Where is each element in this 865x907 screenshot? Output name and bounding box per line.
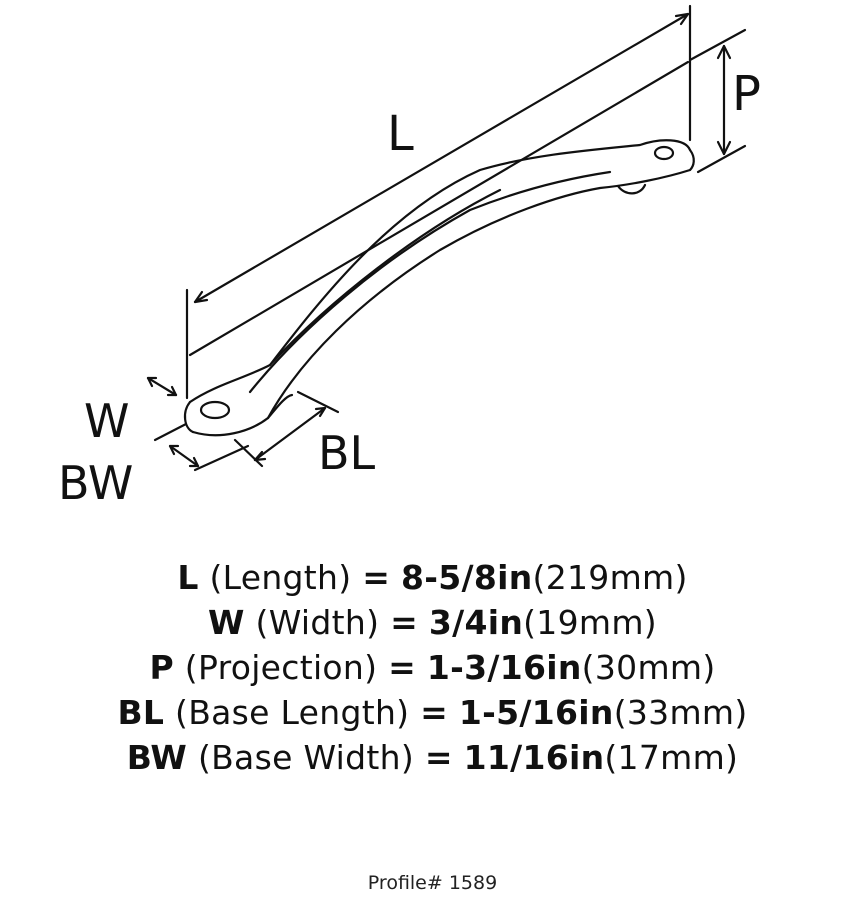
spec-name: (Width) [255,603,380,642]
spec-equals: = [424,738,453,777]
spec-symbol: BL [117,693,165,732]
dimension-spec-list: L (Length) = 8-5/8in(219mm) W (Width) = … [0,555,865,780]
spec-symbol: L [177,558,199,597]
spec-row-base-length: BL (Base Length) = 1-5/16in(33mm) [0,690,865,735]
handle-diagram [146,4,747,472]
handle-back-edge [188,139,692,404]
spec-row-width: W (Width) = 3/4in(19mm) [0,600,865,645]
spec-metric: (19mm) [523,603,657,642]
handle-inner-line [268,188,502,367]
spec-row-projection: P (Projection) = 1-3/16in(30mm) [0,645,865,690]
L-guide-line [188,60,690,357]
spec-name: (Length) [209,558,352,597]
spec-equals: = [388,648,417,687]
spec-equals: = [362,558,391,597]
BL-ext-left [233,438,264,468]
spec-row-length: L (Length) = 8-5/8in(219mm) [0,555,865,600]
left-screw-hole [199,400,231,420]
L-dim-line [193,12,690,304]
spec-symbol: P [149,648,174,687]
BW-ext-left [153,422,188,442]
spec-symbol: BW [126,738,188,777]
W-dim-line [146,376,178,397]
handle-left-end [183,400,195,434]
spec-metric: (17mm) [604,738,739,777]
label-L: L [387,106,414,162]
spec-imperial: 8-5/8in [400,558,533,597]
label-BL: BL [318,426,376,480]
spec-name: (Base Width) [197,738,415,777]
spec-name: (Base Length) [175,693,410,732]
BW-dim-line [168,444,200,468]
spec-equals: = [420,693,449,732]
spec-equals: = [390,603,419,642]
spec-imperial: 11/16in [463,738,605,777]
spec-metric: (219mm) [532,558,688,597]
label-BW: BW [58,456,134,510]
BW-ext-right [193,444,250,472]
P-ext-top [688,28,747,62]
left-post [266,393,294,420]
spec-imperial: 3/4in [428,603,524,642]
P-ext-bottom [696,144,747,174]
handle-front-edge [191,168,692,437]
handle-right-end [688,148,695,172]
spec-imperial: 1-3/16in [426,648,582,687]
spec-symbol: W [208,603,245,642]
handle-bevel-line [248,170,612,394]
right-post [616,183,647,195]
spec-metric: (30mm) [581,648,716,687]
spec-imperial: 1-5/16in [458,693,614,732]
spec-metric: (33mm) [613,693,748,732]
BL-dim-line [253,406,327,462]
BL-ext-right [296,390,340,414]
label-W: W [84,394,130,448]
profile-number: Profile# 1589 [367,872,498,894]
label-P: P [732,66,761,122]
spec-row-base-width: BW (Base Width) = 11/16in(17mm) [0,735,865,780]
spec-name: (Projection) [184,648,378,687]
right-screw-hole [653,145,675,161]
